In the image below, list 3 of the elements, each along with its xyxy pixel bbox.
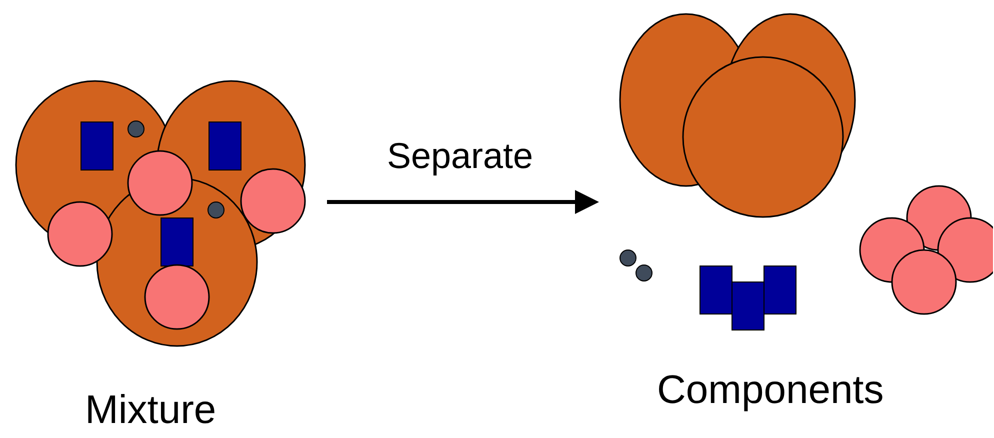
caption-text: Mixture [85, 390, 216, 430]
arrow [327, 190, 599, 214]
caption-text: Components [657, 370, 884, 410]
